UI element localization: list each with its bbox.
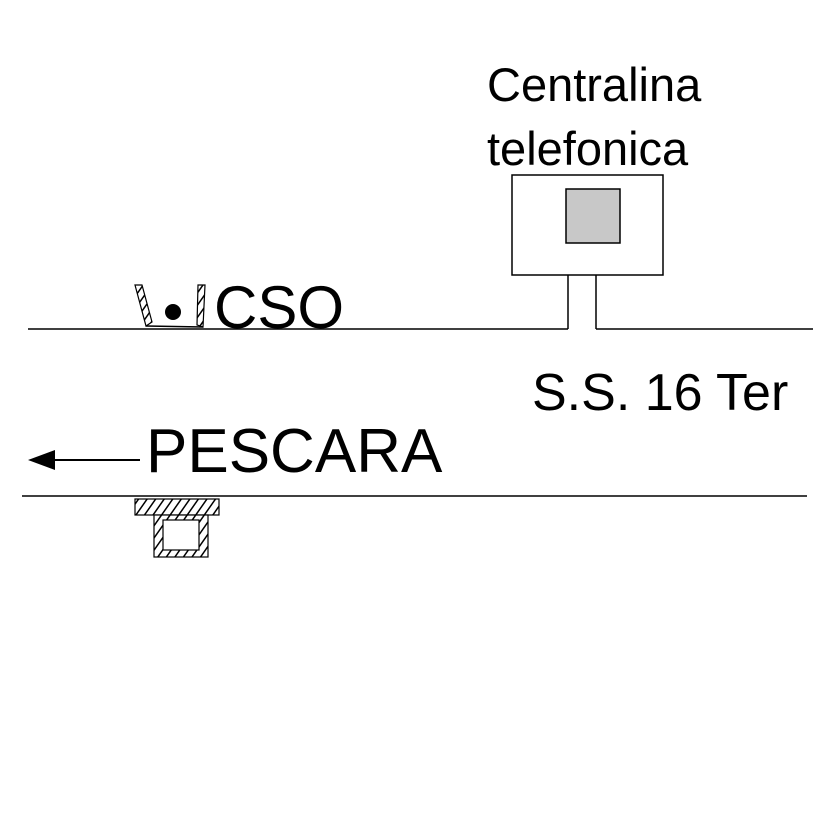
exchange-cabinet-icon: [565, 188, 621, 244]
exchange-label-line2: telefonica: [487, 122, 689, 175]
telephone-exchange-building: [511, 174, 664, 329]
arrow-left-icon: [28, 450, 140, 470]
direction-label: PESCARA: [146, 417, 443, 486]
manhole-with-dot-icon: [134, 284, 206, 328]
road-name-label: S.S. 16 Ter: [532, 364, 788, 422]
cso-label: CSO: [214, 274, 344, 341]
exchange-label-line1: Centralina: [487, 58, 702, 111]
culvert-box-icon: [134, 498, 220, 558]
